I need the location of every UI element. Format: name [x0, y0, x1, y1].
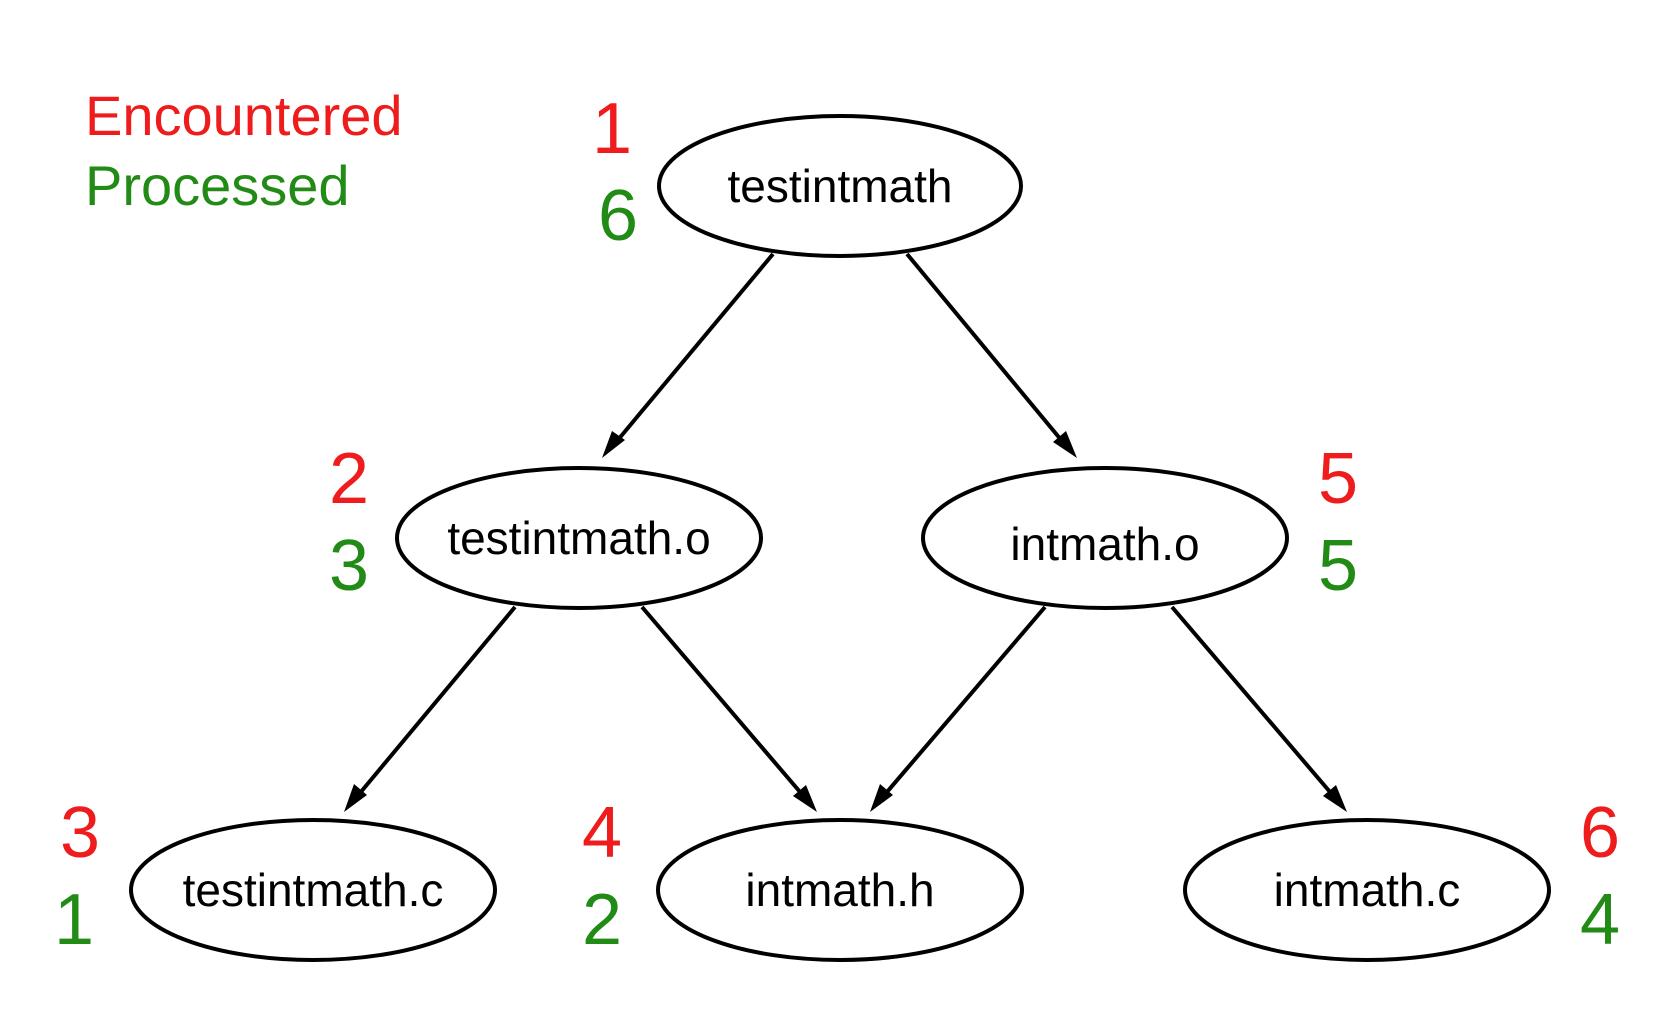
node-testintmath-o: testintmath.o 2 3 — [329, 439, 763, 610]
processed-order: 2 — [582, 880, 622, 960]
node-testintmath-c: testintmath.c 3 1 — [54, 793, 497, 962]
node-ellipse — [656, 818, 1024, 962]
node-label: testintmath — [728, 160, 953, 212]
edges — [344, 252, 1347, 812]
node-label: testintmath.o — [447, 512, 710, 564]
encountered-order: 6 — [1580, 793, 1620, 873]
node-intmath-o: intmath.o 5 5 — [921, 439, 1358, 610]
edge-intmath-o-to-intmath-c — [1170, 605, 1338, 801]
node-ellipse — [921, 466, 1289, 610]
arrowhead-icon — [1323, 785, 1347, 812]
processed-order: 1 — [54, 880, 94, 960]
arrowhead-icon — [602, 431, 625, 458]
legend-processed: Processed — [85, 154, 350, 217]
processed-order: 3 — [329, 526, 369, 606]
node-testintmath: testintmath 1 6 — [592, 89, 1023, 258]
legend-encountered: Encountered — [85, 84, 403, 147]
processed-order: 5 — [1318, 526, 1358, 606]
arrowhead-icon — [1053, 431, 1077, 458]
encountered-order: 2 — [329, 439, 369, 519]
arrowhead-icon — [793, 785, 817, 812]
processed-order: 4 — [1580, 880, 1620, 960]
node-label: intmath.c — [1274, 864, 1461, 916]
edge-testintmath-to-intmath-o — [905, 252, 1069, 449]
encountered-order: 5 — [1318, 439, 1358, 519]
processed-order: 6 — [598, 176, 638, 256]
node-ellipse — [1183, 818, 1551, 962]
encountered-order: 3 — [60, 793, 100, 873]
edge-intmath-o-to-intmath-h — [879, 605, 1047, 801]
encountered-order: 1 — [592, 89, 632, 169]
node-label: intmath.h — [745, 864, 934, 916]
node-label: testintmath.c — [183, 864, 444, 916]
edge-testintmath-o-to-intmath-h — [640, 605, 808, 801]
node-ellipse — [395, 466, 763, 610]
edge-testintmath-to-testintmath-o — [610, 252, 775, 449]
node-ellipse — [657, 114, 1023, 258]
encountered-order: 4 — [582, 793, 622, 873]
node-ellipse — [129, 818, 497, 962]
node-intmath-c: intmath.c 6 4 — [1183, 793, 1620, 962]
arrowhead-icon — [344, 784, 367, 812]
node-intmath-h: intmath.h 4 2 — [582, 793, 1024, 962]
node-label: intmath.o — [1010, 518, 1199, 570]
edge-testintmath-o-to-testintmath-c — [353, 605, 517, 801]
arrowhead-icon — [870, 784, 893, 812]
